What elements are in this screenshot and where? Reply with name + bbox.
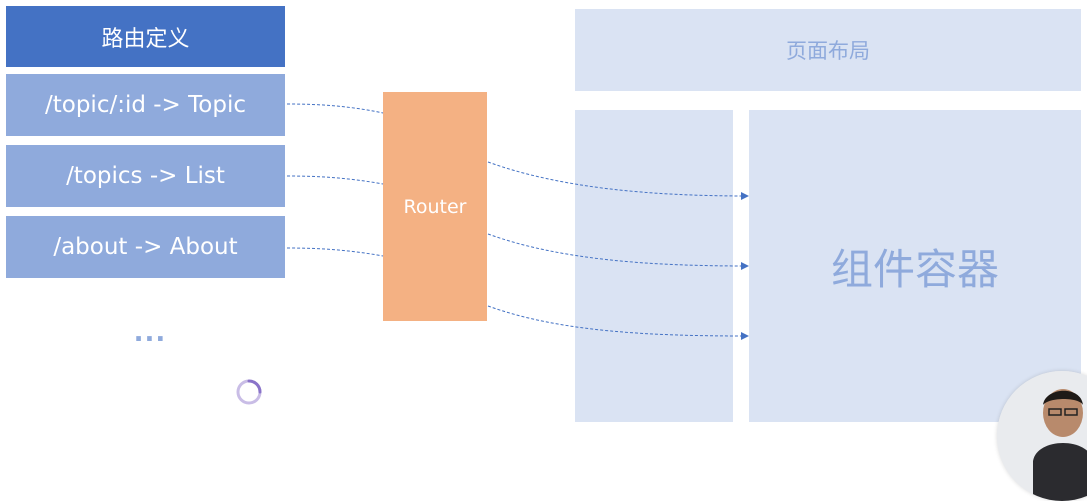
page-layout-header: 页面布局: [575, 9, 1081, 91]
route-item-about: /about -> About: [6, 216, 285, 278]
arrow-router-to-container-3: [487, 305, 749, 340]
connector-route-about-to-router: [286, 247, 384, 257]
connector-route-topics-to-router: [286, 175, 384, 185]
arrow-router-to-container-1: [487, 161, 749, 200]
route-item-topics: /topics -> List: [6, 145, 285, 207]
connector-route-topic-to-router: [286, 103, 384, 114]
loading-spinner-icon: [234, 377, 264, 407]
route-definition-header: 路由定义: [6, 6, 285, 67]
connector-lines: [286, 103, 749, 340]
route-item-topic: /topic/:id -> Topic: [6, 74, 285, 136]
arrow-router-to-container-2: [487, 233, 749, 270]
more-routes-ellipsis: ...: [133, 318, 167, 348]
router-box: Router: [383, 92, 487, 321]
component-container: 组件容器: [749, 110, 1081, 422]
